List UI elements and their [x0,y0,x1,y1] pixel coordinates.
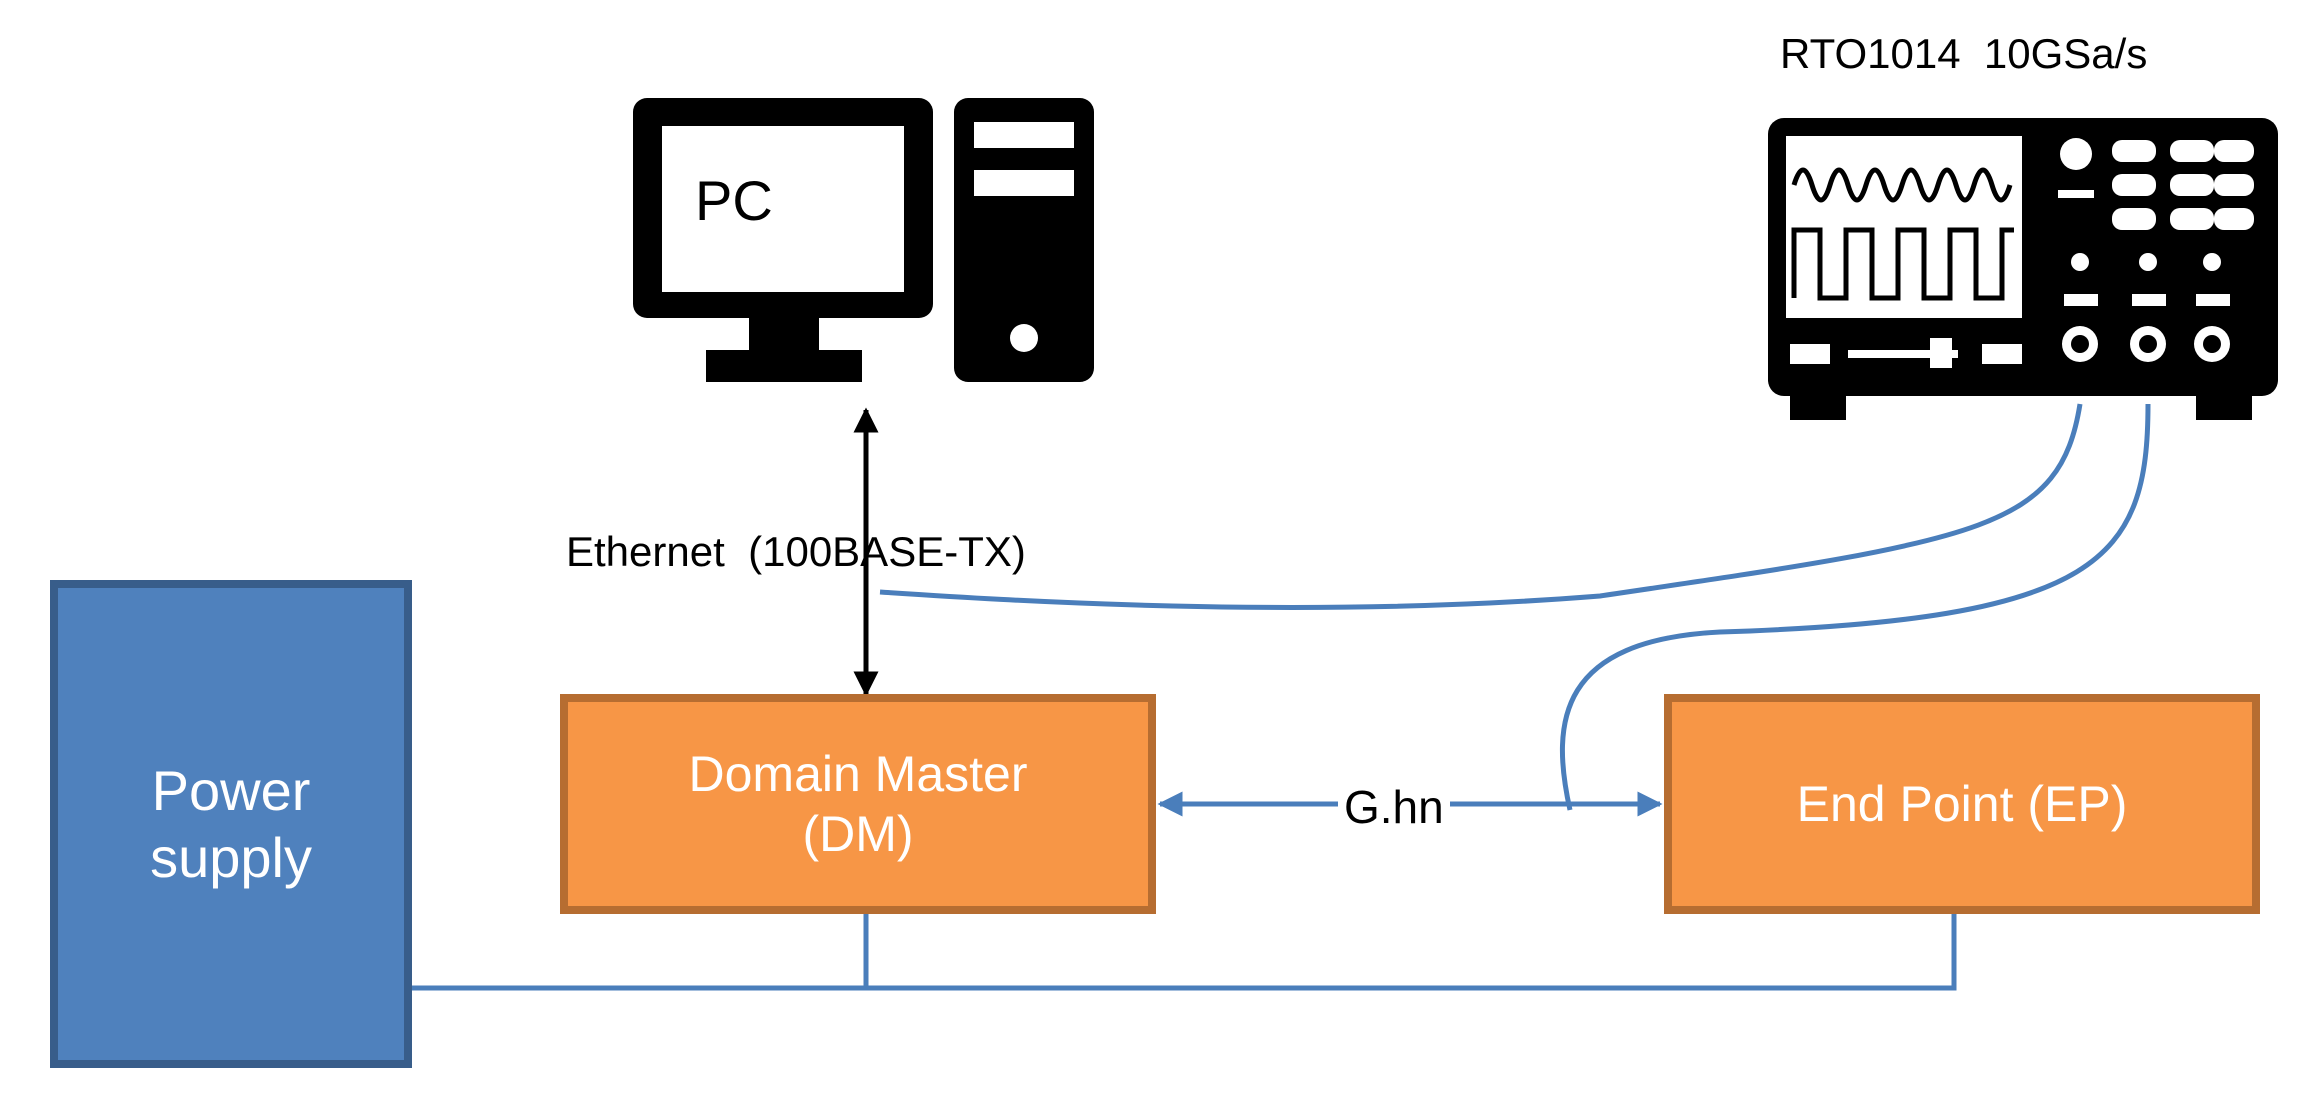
scope-channel-led [2203,253,2221,271]
domain-master-label-line2: (DM) [802,806,914,862]
scope-foot-right [2196,394,2252,420]
scope-button [2214,174,2254,196]
scope-slider-track [1848,350,1958,358]
pc-power-button [1010,324,1038,352]
scope-screen [1786,136,2022,318]
pc-monitor-base [706,350,862,382]
power-supply-block: Power supply [50,580,412,1068]
scope-probe-connector [2139,335,2157,353]
scope-button [2214,208,2254,230]
scope-channel-bar [2064,294,2098,306]
power-supply-label-line2: supply [150,826,312,889]
scope-button [2170,208,2214,230]
domain-master-label-line1: Domain Master [688,746,1028,802]
probe-cable-2 [1559,403,2151,811]
scope-button [2170,174,2214,196]
domain-master-block: Domain Master (DM) [560,694,1156,914]
scope-slider-handle [1930,338,1952,368]
scope-channel-bar [2132,294,2166,306]
scope-probe-connector [2071,335,2089,353]
pc-screen [662,126,904,292]
scope-channel-led [2071,253,2089,271]
scope-probe-connector [2203,335,2221,353]
probe-cable-1 [879,403,2083,610]
scope-button [2214,140,2254,162]
ghn-link-label: G.hn [1338,780,1450,834]
pc-drive-bay-2 [974,170,1074,196]
scope-channel-led [2139,253,2157,271]
pc-monitor-neck [749,318,819,354]
scope-control-knob [2060,138,2092,170]
scope-button [2170,140,2214,162]
pc-label: PC [695,169,773,232]
power-supply-label-line1: Power [151,758,311,822]
scope-channel-bar [2196,294,2230,306]
scope-bottom-button [1790,344,1830,364]
power-bus-line [412,914,1957,991]
scope-square-wave [1791,227,2014,301]
scope-foot-left [1790,394,1846,420]
scope-button [2112,140,2156,162]
scope-sine-wave [1791,167,2013,203]
pc-tower [954,98,1094,382]
oscilloscope-icon [1768,118,2278,420]
ethernet-link-label: Ethernet (100BASE-TX) [566,528,1026,575]
scope-button [2112,208,2156,230]
scope-bottom-button [1982,344,2022,364]
scope-control-dash [2058,190,2094,198]
end-point-block: End Point (EP) [1664,694,2260,914]
desktop-computer-icon [633,98,1094,382]
scope-button [2112,174,2156,196]
pc-drive-bay-1 [974,122,1074,148]
end-point-label: End Point (EP) [1796,776,2128,832]
oscilloscope-label: RTO1014 10GSa/s [1780,30,2148,77]
